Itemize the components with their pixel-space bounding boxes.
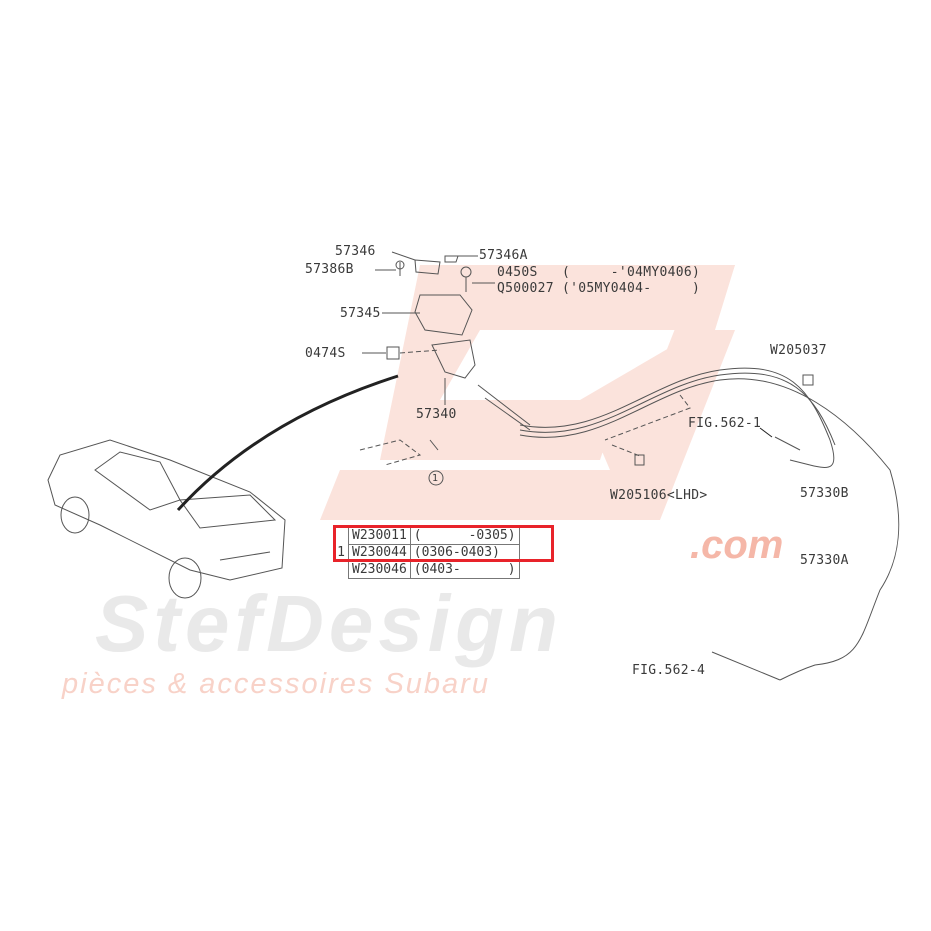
car-illustration <box>47 439 286 599</box>
label-W205106: W205106<LHD> <box>610 488 708 503</box>
label-fig-562-1: FIG.562-1 <box>688 416 762 431</box>
cable-routing <box>519 367 900 681</box>
label-fig-562-4: FIG.562-4 <box>632 663 706 678</box>
table-row: W230046 (0403- ) <box>334 561 520 579</box>
part-number: W230044 <box>348 544 411 562</box>
label-57346A: 57346A <box>479 248 528 263</box>
part-variant-table: 1 W230011 ( -0305) W230044 (0306-0403) W… <box>334 527 520 579</box>
label-W205037: W205037 <box>770 343 827 358</box>
date-range: (0403- ) <box>409 561 520 579</box>
watermark-domain: .com <box>690 523 784 567</box>
label-0474S: 0474S <box>305 346 346 361</box>
part-number: W230046 <box>348 561 411 579</box>
label-Q500027: Q500027 ('05MY0404- ) <box>497 281 701 296</box>
label-0450S: 0450S ( -'04MY0406) <box>497 265 701 280</box>
ref-marker-1: 1 <box>432 473 439 484</box>
table-row: W230044 (0306-0403) <box>334 544 520 562</box>
label-57346: 57346 <box>335 244 376 259</box>
label-57340: 57340 <box>416 407 457 422</box>
latch-assembly <box>386 255 531 431</box>
ref-circle-1 <box>428 470 444 486</box>
date-range: (0306-0403) <box>409 544 520 562</box>
label-57386B: 57386B <box>305 262 354 277</box>
label-57330B: 57330B <box>800 486 849 501</box>
watermark-tagline: pièces & accessoires Subaru <box>62 668 490 700</box>
highlight-box <box>333 525 554 562</box>
label-57345: 57345 <box>340 306 381 321</box>
label-57330A: 57330A <box>800 553 849 568</box>
watermark-brand: StefDesign <box>95 579 563 668</box>
